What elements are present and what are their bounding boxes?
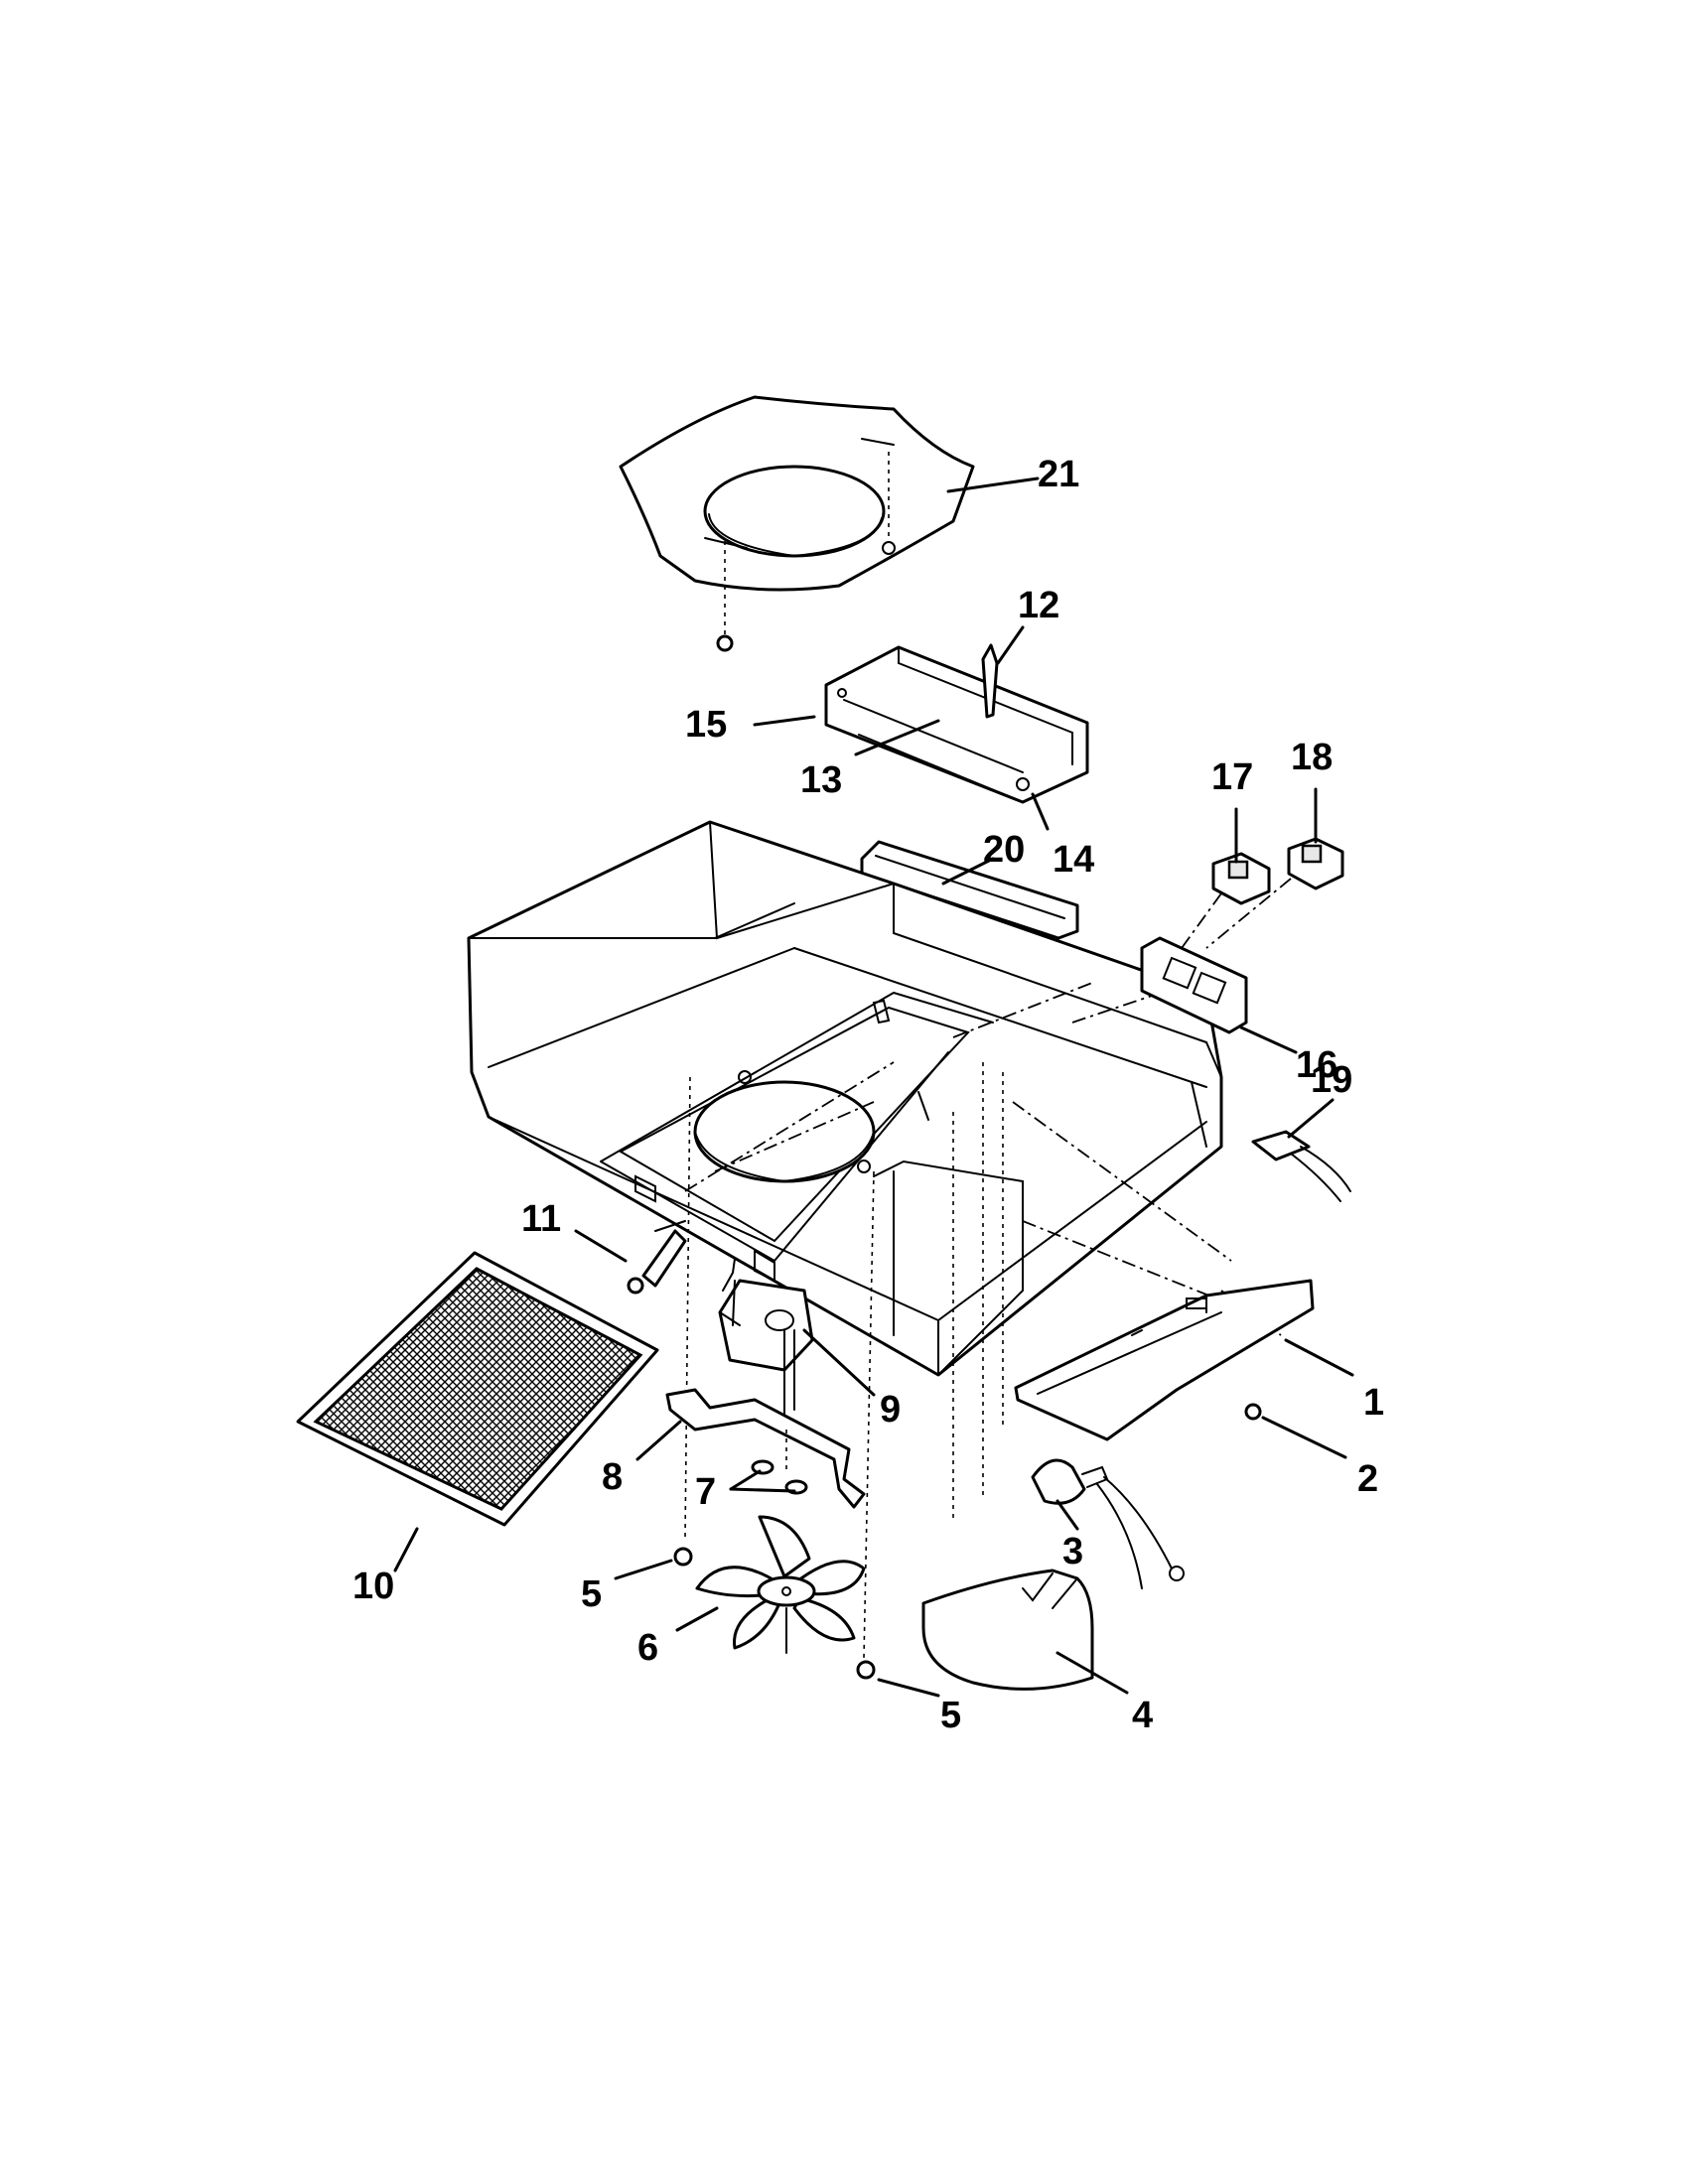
callout-18: 18 <box>1291 737 1333 778</box>
washers <box>751 1459 808 1495</box>
callout-8: 8 <box>602 1456 623 1498</box>
leader-13 <box>854 719 940 756</box>
leader-21 <box>946 477 1040 493</box>
callout-4: 4 <box>1132 1695 1153 1736</box>
leader-15 <box>753 715 816 727</box>
callout-15: 15 <box>685 704 727 746</box>
callout-2: 2 <box>1357 1458 1378 1500</box>
callout-10: 10 <box>352 1566 394 1607</box>
switch-plate <box>1140 936 1248 1034</box>
callout-5b: 5 <box>940 1695 961 1736</box>
light-cover <box>1014 1279 1315 1441</box>
leader-5b <box>877 1678 940 1698</box>
leader-4 <box>1055 1651 1129 1695</box>
screw-5a <box>673 1547 693 1567</box>
damper-housing <box>824 643 1089 804</box>
connector-plug <box>1251 1130 1351 1202</box>
fan-blade <box>695 1515 866 1654</box>
callout-13: 13 <box>800 759 842 801</box>
callout-16: 16 <box>1296 1044 1337 1086</box>
leader-12 <box>996 625 1025 665</box>
leader-2 <box>1261 1416 1347 1459</box>
leader-10 <box>393 1527 419 1572</box>
leader-20 <box>941 857 995 886</box>
leader-5a <box>614 1559 673 1580</box>
duct-adapter-plate <box>619 395 975 652</box>
leader-7b <box>729 1487 796 1493</box>
blower-motor <box>718 1258 814 1431</box>
leader-1 <box>1284 1338 1354 1377</box>
callout-3: 3 <box>1062 1531 1083 1572</box>
callout-19: 19 <box>1311 1059 1352 1101</box>
leader-8 <box>635 1420 682 1461</box>
callout-20: 20 <box>983 829 1025 871</box>
callout-17: 17 <box>1211 756 1253 798</box>
callout-1: 1 <box>1363 1382 1384 1424</box>
leader-3 <box>1055 1499 1079 1531</box>
light-socket <box>627 1220 687 1295</box>
leader-9 <box>802 1328 876 1397</box>
switch-17 <box>1211 852 1271 905</box>
light-reflector <box>921 1569 1094 1691</box>
leader-16 <box>1239 1025 1298 1054</box>
screw-2 <box>1244 1403 1262 1421</box>
callout-21: 21 <box>1038 454 1079 495</box>
leader-6 <box>675 1606 719 1632</box>
leader-7 <box>729 1469 762 1491</box>
leader-11 <box>574 1229 628 1263</box>
lamp-socket <box>1031 1458 1185 1589</box>
callout-9: 9 <box>880 1389 901 1431</box>
callout-7: 7 <box>695 1471 716 1513</box>
screw-5b <box>856 1660 876 1680</box>
callout-12: 12 <box>1018 585 1059 626</box>
motor-bracket <box>665 1388 866 1509</box>
switch-18 <box>1287 837 1344 890</box>
callout-11: 11 <box>521 1198 561 1240</box>
leader-19 <box>1287 1098 1335 1139</box>
callout-14: 14 <box>1053 839 1094 881</box>
callout-5a: 5 <box>581 1573 602 1615</box>
grease-filter <box>296 1251 659 1527</box>
leader-14 <box>1031 792 1050 831</box>
callout-6: 6 <box>637 1627 658 1669</box>
